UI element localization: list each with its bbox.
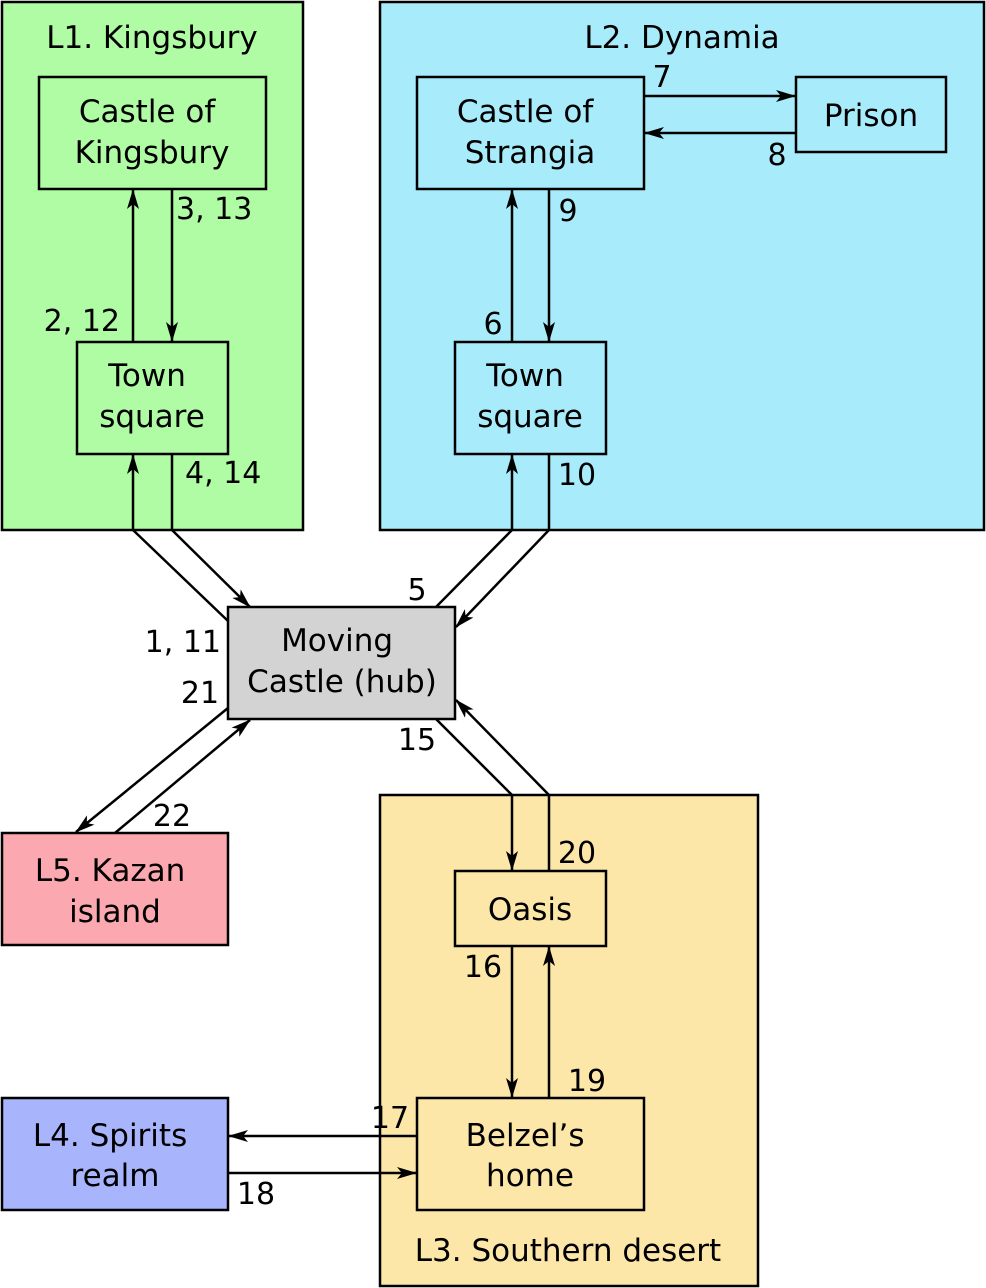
svg-text:Oasis: Oasis — [488, 892, 572, 928]
svg-text:Belzel’s home: Belzel’s home — [466, 1118, 595, 1194]
edge-label-7: 7 — [652, 60, 671, 95]
svg-text:Town square: Town square — [99, 358, 205, 435]
edge-label-5: 5 — [407, 573, 426, 608]
edge-label-18: 18 — [237, 1177, 275, 1212]
edge-hub-to-dynamia — [435, 454, 518, 608]
edge-label-19: 19 — [568, 1064, 606, 1099]
region-title-dynamia: L2. Dynamia — [584, 20, 779, 56]
node-town-square-kingsbury: Town square — [75, 340, 230, 456]
region-title-kingsbury: L1. Kingsbury — [46, 20, 258, 56]
svg-text:Castle of Strangia: Castle of Strangia — [457, 94, 603, 171]
edge-kazan-to-hub — [114, 719, 251, 834]
edge-hub-to-oasis — [435, 718, 518, 871]
edge-label-9: 9 — [558, 194, 577, 229]
edge-label-6: 6 — [483, 307, 502, 342]
edge-oasis-to-hub — [455, 699, 551, 871]
edge-label-1-11: 1, 11 — [145, 625, 221, 660]
edge-label-8: 8 — [767, 138, 786, 173]
edge-dynamia-to-hub — [455, 454, 551, 628]
edge-label-3-13: 3, 13 — [176, 192, 252, 227]
region-title-spirits-realm: L4. Spirits realm — [33, 1118, 197, 1194]
node-belzels-home: Belzel’s home — [415, 1096, 646, 1212]
region-spirits-realm — [0, 1096, 230, 1212]
node-castle-of-strangia: Castle of Strangia — [415, 75, 646, 191]
svg-text:Moving Castle (hub): Moving Castle (hub) — [247, 623, 437, 700]
edge-label-20: 20 — [558, 836, 596, 871]
edge-label-21: 21 — [181, 676, 219, 711]
edge-kingsbury-to-hub — [170, 454, 251, 608]
edge-label-4-14: 4, 14 — [185, 456, 261, 491]
region-title-kazan-island: L5. Kazan island — [35, 853, 195, 930]
node-oasis: Oasis — [453, 869, 608, 948]
edge-hub-to-kingsbury — [127, 454, 229, 622]
svg-text:Prison: Prison — [824, 98, 918, 134]
edge-label-22: 22 — [153, 799, 191, 834]
node-castle-of-kingsbury: Castle of Kingsbury — [37, 75, 268, 191]
edge-label-10: 10 — [558, 458, 596, 493]
node-moving-castle-hub: Moving Castle (hub) — [226, 605, 457, 721]
region-title-southern-desert: L3. Southern desert — [415, 1233, 721, 1269]
edge-label-17: 17 — [371, 1101, 409, 1136]
edge-label-15: 15 — [398, 723, 436, 758]
svg-text:Castle of Kingsbury: Castle of Kingsbury — [75, 94, 230, 171]
node-prison: Prison — [794, 75, 948, 154]
region-kazan-island — [0, 831, 230, 947]
svg-text:Town square: Town square — [477, 358, 583, 435]
edge-label-16: 16 — [464, 950, 502, 985]
edge-label-2-12: 2, 12 — [44, 304, 120, 339]
edge-hub-to-kazan — [75, 707, 229, 833]
node-town-square-dynamia: Town square — [453, 340, 608, 456]
